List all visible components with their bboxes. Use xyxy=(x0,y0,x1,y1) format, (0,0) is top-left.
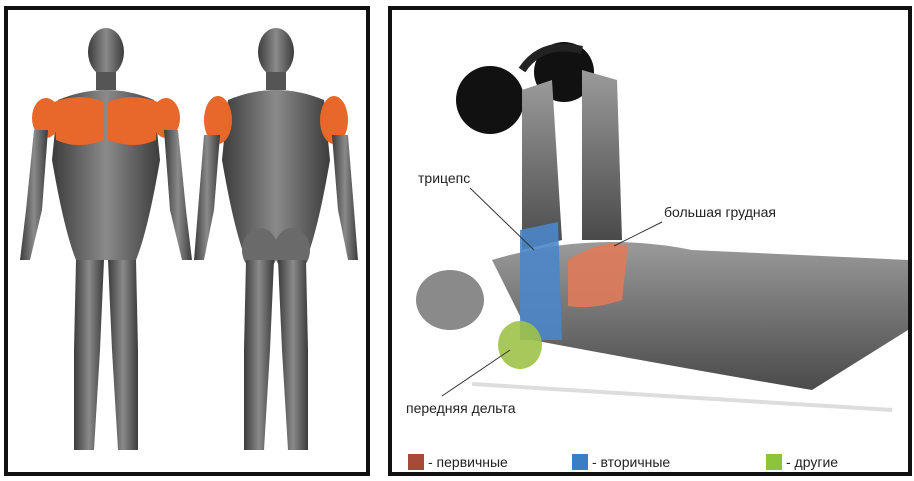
exercise-panel: трицепс большая грудная передняя дельта … xyxy=(388,6,912,476)
back-left-arm xyxy=(194,135,220,260)
legend-swatch-secondary xyxy=(572,454,588,470)
legend-label-primary: - первичные xyxy=(428,454,508,470)
back-right-arm xyxy=(332,135,358,260)
legend-label-other: - другие xyxy=(786,454,838,470)
label-pectoral: большая грудная xyxy=(664,204,776,220)
back-neck xyxy=(266,72,286,90)
front-delt-highlight xyxy=(498,321,542,369)
lying-head xyxy=(416,270,484,330)
kettlebell-left xyxy=(456,66,524,134)
front-neck xyxy=(96,72,116,90)
bench-shadow xyxy=(472,384,892,410)
back-figure xyxy=(194,28,358,450)
arm-right xyxy=(582,70,622,240)
back-right-leg xyxy=(278,260,308,450)
back-head xyxy=(258,28,294,76)
legend-swatch-other xyxy=(766,454,782,470)
label-front-delt: передняя дельта xyxy=(406,400,515,416)
front-left-leg xyxy=(74,260,104,450)
legend-secondary: - вторичные xyxy=(572,454,670,470)
front-left-pectoral xyxy=(54,97,104,145)
legend-swatch-primary xyxy=(408,454,424,470)
front-figure xyxy=(20,28,192,450)
front-right-pectoral xyxy=(108,97,158,145)
back-left-leg xyxy=(244,260,274,450)
front-right-arm xyxy=(164,130,192,260)
legend-primary: - первичные xyxy=(408,454,508,470)
legend-other: - другие xyxy=(766,454,838,470)
front-right-leg xyxy=(108,260,138,450)
front-head xyxy=(88,28,124,76)
anatomy-figures xyxy=(8,10,366,472)
muscle-map-panel xyxy=(4,6,370,476)
legend-label-secondary: - вторичные xyxy=(592,454,670,470)
delt-pointer xyxy=(442,350,510,396)
back-torso xyxy=(222,90,330,260)
front-left-arm xyxy=(20,130,48,260)
label-triceps: трицепс xyxy=(418,170,470,186)
